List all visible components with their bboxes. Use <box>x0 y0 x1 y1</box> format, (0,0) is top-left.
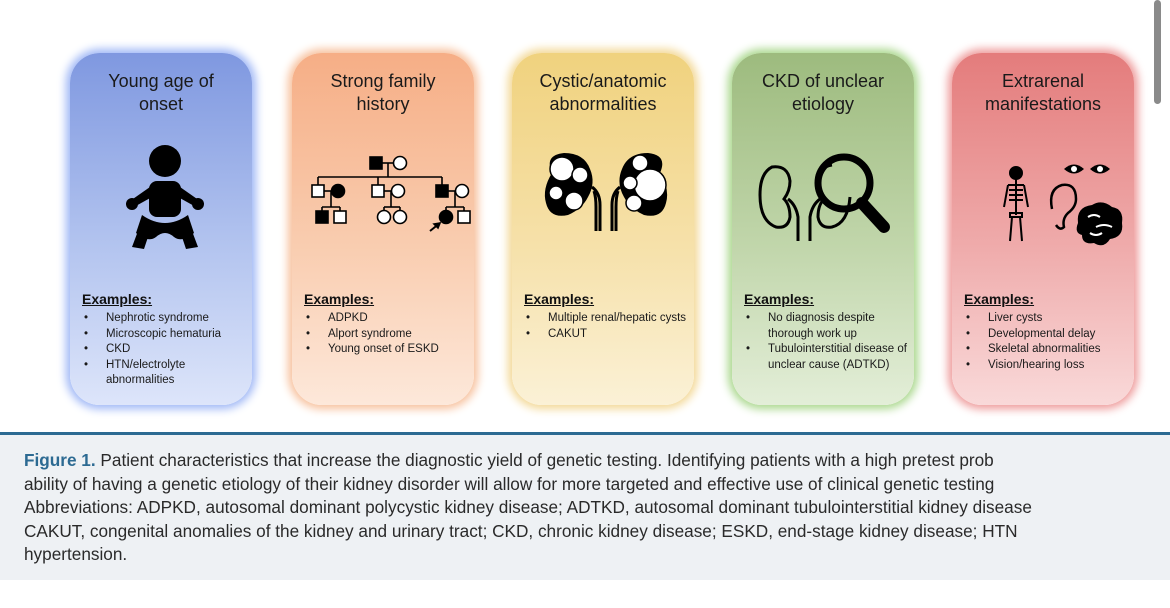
examples-heading: Examples: <box>82 291 153 307</box>
card-title: Young age of onset <box>76 70 246 116</box>
examples-list: Liver cysts Developmental delay Skeletal… <box>964 311 1128 373</box>
eyes-icon <box>1064 164 1110 174</box>
card-title-line: CKD of unclear <box>761 71 885 91</box>
kidney-magnifier-icon <box>758 153 890 241</box>
baby-icon <box>126 145 204 249</box>
card-extrarenal-manifestations: Extrarenal manifestations <box>952 53 1134 405</box>
card-title: Extrarenal manifestations <box>958 70 1128 116</box>
list-item: No diagnosis despite thorough work up <box>744 311 908 342</box>
card-title: Cystic/anatomic abnormalities <box>518 70 688 116</box>
card-title-line: Cystic/anatomic <box>539 71 667 91</box>
caption-line: ability of having a genetic etiology of … <box>24 473 995 494</box>
card-title-line: etiology <box>791 94 855 114</box>
scrollbar[interactable] <box>1154 0 1161 104</box>
caption-text: Patient characteristics that increase th… <box>95 450 994 470</box>
caption-line: Figure 1. Patient characteristics that i… <box>24 449 1170 473</box>
card-title-line: onset <box>138 94 184 114</box>
examples-heading: Examples: <box>964 291 1035 307</box>
caption-line: Abbreviations: ADPKD, autosomal dominant… <box>24 497 1032 517</box>
list-item: Skeletal abnormalities <box>964 342 1128 358</box>
skeleton-icon <box>1003 166 1029 242</box>
examples-list: ADPKD Alport syndrome Young onset of ESK… <box>304 311 468 358</box>
card-title-line: manifestations <box>984 94 1102 114</box>
card-title-line: Extrarenal <box>1001 71 1085 91</box>
caption-line: CAKUT, congenital anomalies of the kidne… <box>24 520 1018 541</box>
figure-caption: Figure 1. Patient characteristics that i… <box>0 432 1170 580</box>
examples-heading: Examples: <box>524 291 595 307</box>
list-item: HTN/electrolyte abnormalities <box>82 358 246 389</box>
brain-icon <box>1076 202 1123 246</box>
list-item: Multiple renal/hepatic cysts <box>524 311 688 327</box>
caption-label: Figure 1. <box>24 450 96 470</box>
list-item: Nephrotic syndrome <box>82 311 246 327</box>
caption-line: hypertension. <box>24 544 128 564</box>
card-strong-family-history: Strong family history <box>292 53 474 405</box>
examples-list: Multiple renal/hepatic cysts CAKUT <box>524 311 688 342</box>
list-item: Developmental delay <box>964 327 1128 343</box>
figure-panels: Young age of onset Examples: Nephrotic s… <box>0 0 1170 430</box>
list-item: CKD <box>82 342 246 358</box>
card-title: Strong family history <box>298 70 468 116</box>
list-item: Liver cysts <box>964 311 1128 327</box>
list-item: Alport syndrome <box>304 327 468 343</box>
card-title-line: history <box>356 94 410 114</box>
card-young-age-of-onset: Young age of onset Examples: Nephrotic s… <box>70 53 252 405</box>
list-item: Tubulointerstitial disease of unclear ca… <box>744 342 908 373</box>
card-title: CKD of unclear etiology <box>738 70 908 116</box>
skeleton-eyes-ear-brain-icon <box>1003 164 1123 246</box>
ear-icon <box>1049 183 1078 230</box>
examples-list: Nephrotic syndrome Microscopic hematuria… <box>82 311 246 389</box>
list-item: ADPKD <box>304 311 468 327</box>
list-item: CAKUT <box>524 327 688 343</box>
cystic-kidneys-icon <box>544 153 668 231</box>
list-item: Microscopic hematuria <box>82 327 246 343</box>
card-ckd-of-unclear-etiology: CKD of unclear etiology Examples: No dia… <box>732 53 914 405</box>
pedigree-icon <box>311 155 471 232</box>
examples-list: No diagnosis despite thorough work up Tu… <box>744 311 908 373</box>
card-title-line: Young age of <box>108 71 214 91</box>
examples-heading: Examples: <box>304 291 375 307</box>
card-cystic-anatomic-abnormalities: Cystic/anatomic abnormalities Examples: <box>512 53 694 405</box>
card-title-line: abnormalities <box>549 94 657 114</box>
card-title-line: Strong family <box>330 71 436 91</box>
list-item: Vision/hearing loss <box>964 358 1128 374</box>
examples-heading: Examples: <box>744 291 815 307</box>
list-item: Young onset of ESKD <box>304 342 468 358</box>
